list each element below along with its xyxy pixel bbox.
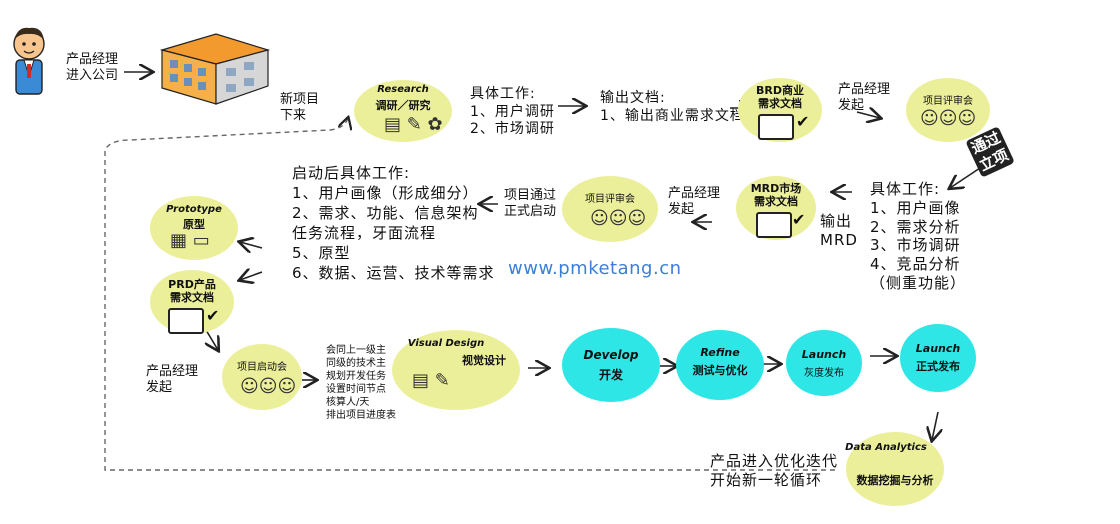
pm-initiate-bottom-label: 产品经理 发起 [146,364,198,397]
design-sketch-icon: ▤ ✎ [412,370,450,391]
review-meeting-node-2: 项目评审会 ☺☺☺ [562,176,658,242]
document-icon [756,212,792,238]
company-building-icon [156,28,274,106]
prototype-node: Prototype 原型 ▦ ▭ [150,196,238,260]
wireframe-sketch-icon: ▦ ▭ [170,230,210,251]
mrd-line2: 需求文档 [754,195,798,208]
product-manager-icon [6,24,52,100]
research-node: Research 调研／研究 ▤ ✎ ✿ [354,80,452,142]
document-icon [168,308,204,334]
mrd-document-node: MRD市场需求文档 ✔ [736,176,816,240]
iterate-text: 产品进入优化迭代 开始新一轮循环 [710,452,838,490]
research-zh: 调研／研究 [354,97,452,113]
kickoff-label: 项目启动会 [222,358,302,373]
meeting-sketch-icon: ☺☺☺ [240,376,296,397]
visual-design-en: Visual Design [372,338,520,349]
mrd-line1: MRD市场 [751,182,802,195]
visual-design-node: Visual Design 视觉设计 ▤ ✎ [392,330,520,410]
refine-zh: 测试与优化 [676,362,764,378]
check-icon: ✔ [792,210,805,229]
prd-line2: 需求文档 [170,291,214,304]
analytics-zh: 数据挖掘与分析 [846,472,944,488]
launch-formal-zh: 正式发布 [900,358,976,374]
new-project-label: 新项目 下来 [280,92,319,125]
brd-document-node: BRD商业需求文档 ✔ [738,78,822,142]
pm-initiate-mid-label: 产品经理 发起 [668,186,720,219]
sketch-icon: ▤ ✎ ✿ [384,114,443,135]
review-meeting-node-1: 项目评审会 ☺☺☺ [906,78,990,142]
refine-en: Refine [676,346,764,359]
visual-design-zh: 视觉设计 [448,352,520,368]
analytics-en: Data Analytics [828,442,944,453]
launch-gray-zh: 灰度发布 [786,364,862,379]
research-work-text: 具体工作: 1、用户调研 2、市场调研 [470,86,555,139]
develop-en: Develop [562,348,660,362]
output-docs-text: 输出文档: 1、输出商业需求文档 [600,90,745,125]
prototype-en: Prototype [150,204,238,215]
approved-start-label: 项目通过 正式启动 [504,188,556,221]
kickoff-meeting-node: 项目启动会 ☺☺☺ [222,344,302,410]
review1-label: 项目评审会 [906,92,990,107]
output-mrd-text: 输出 MRD [820,212,858,250]
check-icon: ✔ [206,306,219,325]
prd-line1: PRD产品 [168,278,216,291]
formal-launch-node: Launch 正式发布 [900,324,976,392]
pm-enter-label: 产品经理 进入公司 [66,52,118,85]
document-icon [758,114,794,140]
start-work-text: 启动后具体工作: 1、用户画像（形成细分） 2、需求、功能、信息架构 任务流程，… [292,164,495,284]
meeting-sketch-icon: ☺☺☺ [590,208,646,229]
brd-line1: BRD商业 [756,84,804,97]
develop-node: Develop 开发 [562,328,660,402]
review2-label: 项目评审会 [562,190,658,205]
launch-gray-en: Launch [786,348,862,361]
mrd-work-text: 具体工作: 1、用户画像 2、需求分析 3、市场调研 4、竞品分析 （侧重功能） [870,180,966,293]
develop-zh: 开发 [562,366,660,383]
prd-document-node: PRD产品需求文档 ✔ [150,270,234,334]
brd-line2: 需求文档 [758,97,802,110]
gray-launch-node: Launch 灰度发布 [786,330,862,396]
refine-node: Refine 测试与优化 [676,330,764,400]
launch-formal-en: Launch [900,342,976,355]
kickoff-tasks-text: 会同上一级主 同级的技术主 规划开发任务 设置时间节点 核算人/天 排出项目进度… [326,344,396,422]
meeting-sketch-icon: ☺☺☺ [920,108,976,129]
watermark-text: www.pmketang.cn [508,258,682,279]
check-icon: ✔ [796,112,809,131]
data-analytics-node: Data Analytics 数据挖掘与分析 [846,432,944,506]
research-en: Research [354,84,452,95]
pm-initiate-top-label: 产品经理 发起 [838,82,890,115]
